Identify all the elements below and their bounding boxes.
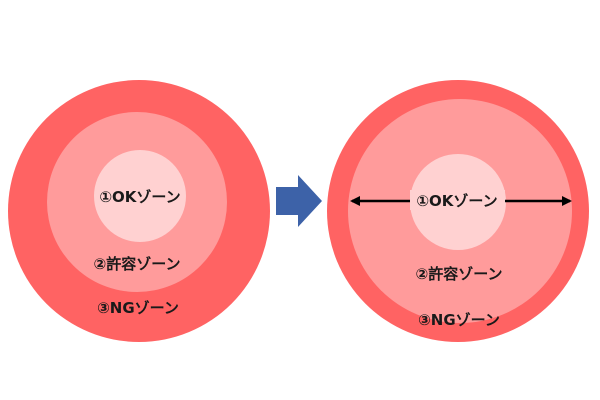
left-zone-diagram: ①OKゾーン ②許容ゾーン ③NGゾーン [8, 80, 270, 342]
right-ok-label-backdrop [410, 190, 505, 210]
right-ok-label: ①OKゾーン [416, 192, 497, 210]
right-zone-diagram: ①OKゾーン ②許容ゾーン ③NGゾーン [327, 80, 589, 342]
left-ok-zone [94, 150, 186, 242]
left-tolerance-label: ②許容ゾーン [94, 255, 181, 273]
left-ng-label: ③NGゾーン [97, 299, 179, 317]
right-ng-label: ③NGゾーン [418, 311, 500, 329]
transition-arrow-icon [276, 175, 322, 227]
left-ok-label: ①OKゾーン [99, 188, 180, 206]
right-tolerance-label: ②許容ゾーン [416, 265, 503, 283]
